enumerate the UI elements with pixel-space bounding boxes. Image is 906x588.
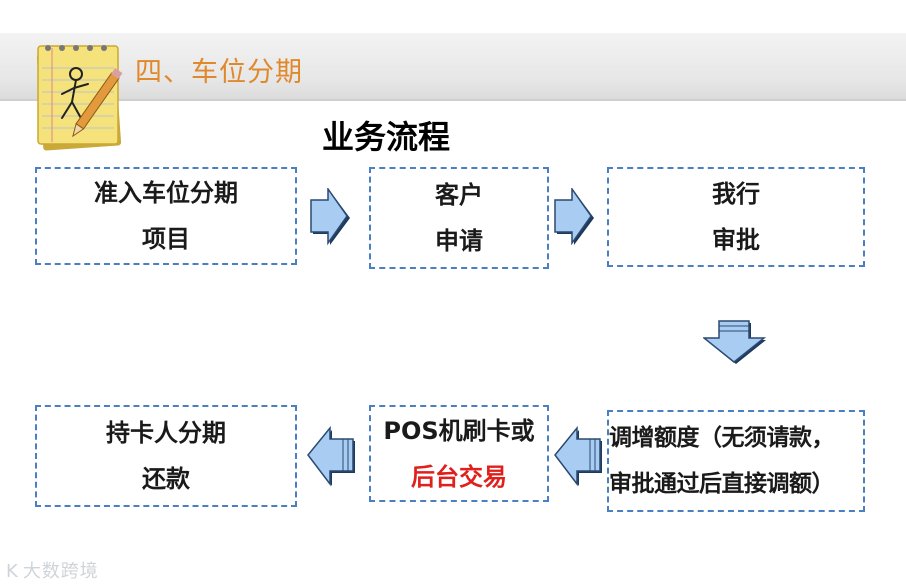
flow-step-line: 我行 <box>712 180 760 208</box>
notepad-pencil-icon <box>36 45 123 151</box>
flow-step-line: 项目 <box>142 225 190 253</box>
section-title: 四、车位分期 <box>135 57 303 88</box>
flow-step-pos-transaction: POS机刷卡或 后台交易 <box>369 405 549 502</box>
page-title: 业务流程 <box>322 118 451 156</box>
flow-step-admission: 准入车位分期 项目 <box>35 167 297 265</box>
flow-step-cardholder-repay: 持卡人分期 还款 <box>35 405 297 507</box>
arrow-left-icon <box>307 426 355 487</box>
arrow-right-icon <box>310 188 350 246</box>
flow-step-line: 申请 <box>435 227 483 255</box>
flow-step-line: 还款 <box>142 465 190 493</box>
watermark-logo: K <box>6 561 19 582</box>
arrow-right-icon <box>554 188 594 246</box>
flow-step-line: 审批 <box>712 226 760 254</box>
watermark-text: 大数跨境 <box>22 561 99 582</box>
flow-step-line-highlight: 后台交易 <box>411 462 507 491</box>
arrow-down-icon <box>703 320 767 364</box>
flow-step-line: 审批通过后直接调额） <box>609 471 835 497</box>
flow-step-credit-increase: 调增额度（无须请款， 审批通过后直接调额） <box>607 410 865 512</box>
flow-step-bank-approval: 我行 审批 <box>607 167 865 267</box>
header-band <box>0 33 906 101</box>
flow-step-line: 持卡人分期 <box>106 419 226 447</box>
flow-step-customer-apply: 客户 申请 <box>369 167 549 269</box>
flow-step-line: 调增额度（无须请款， <box>609 425 835 451</box>
flow-step-line: POS机刷卡或 <box>383 416 535 445</box>
arrow-left-icon <box>554 426 602 487</box>
flow-step-line: 准入车位分期 <box>94 179 238 207</box>
flow-step-line: 客户 <box>435 181 483 209</box>
